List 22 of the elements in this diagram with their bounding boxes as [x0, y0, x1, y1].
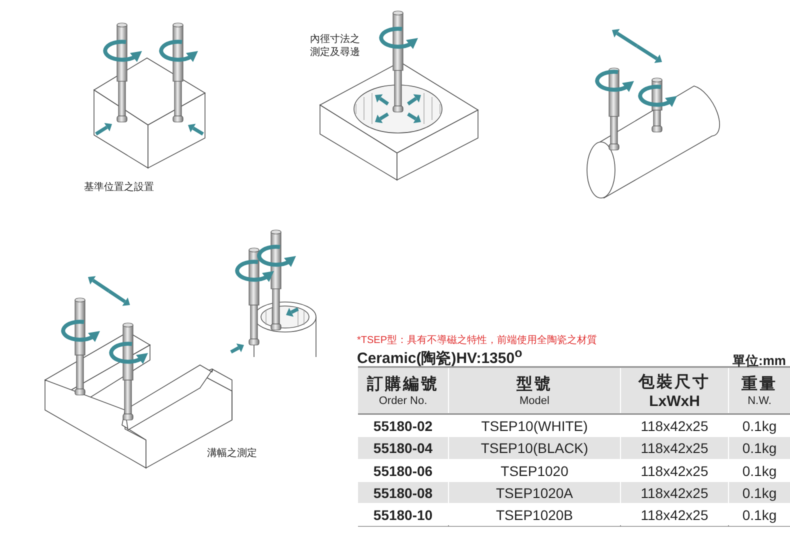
header-text: 訂購編號 — [367, 374, 439, 395]
caption: 內徑寸法之測定及尋邊 — [310, 33, 361, 59]
material-heading: Ceramic(陶瓷)HV:1350$^{o}$ — [357, 346, 522, 368]
table-cell: 118x42x25 — [621, 482, 728, 503]
header-text: 包裝尺寸 — [638, 372, 710, 392]
table-cell: TSEP10(BLACK) — [449, 437, 620, 459]
header-subtext: LxWxH — [649, 392, 700, 410]
table-cell: 55180-08 — [358, 482, 448, 503]
table-cell: 0.1kg — [729, 482, 790, 503]
header-subtext: N.W. — [748, 395, 772, 407]
table-cell: 55180-04 — [358, 437, 448, 459]
caption: 基準位置之設置 — [84, 180, 154, 194]
caption: 溝幅之測定 — [207, 446, 257, 460]
note: *TSEP型：具有不導磁之特性，前端使用全陶瓷之材質 — [357, 334, 598, 347]
header-subtext: Model — [520, 395, 550, 407]
header-text: 型號 — [516, 374, 552, 395]
table-cell: 118x42x25 — [621, 437, 728, 459]
header-text: 重量 — [742, 374, 778, 395]
table-cell: TSEP1020A — [449, 482, 620, 503]
header-subtext: Order No. — [378, 395, 428, 407]
table-cell: 0.1kg — [729, 437, 790, 459]
unit-text: 單位:mm — [732, 352, 786, 370]
